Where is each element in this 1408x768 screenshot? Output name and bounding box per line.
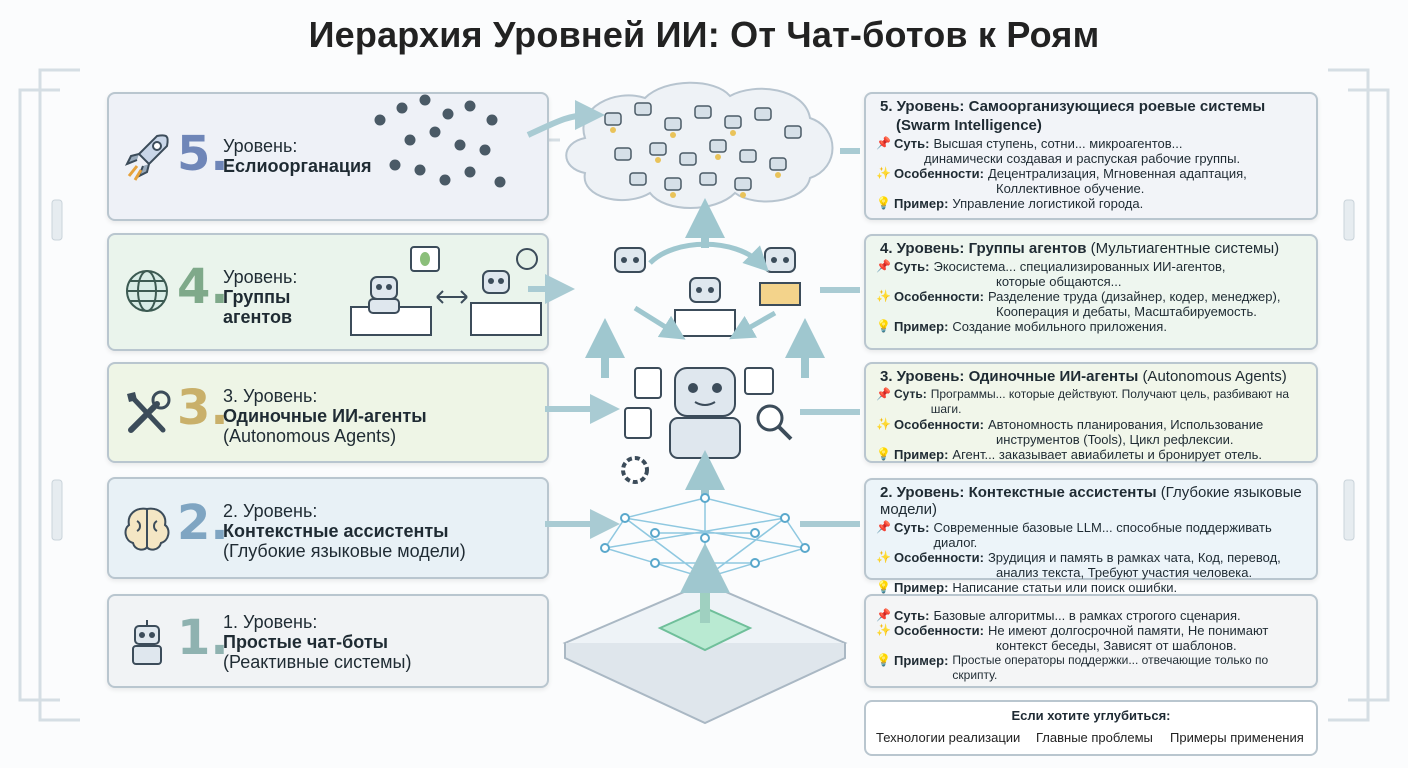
essence-row: 📌Суть:Программы... которые действуют. По… [876, 387, 1290, 416]
card-title: 5. Уровень: Самоорганизующиеся роевые си… [880, 98, 1266, 115]
left-level-1-card: 1. 1. Уровень: Простые чат-боты (Реактив… [107, 594, 549, 688]
level-text: 2. Уровень: Контекстные ассистенты (Глуб… [223, 501, 466, 561]
level-text: Уровень: Группы агентов [223, 267, 297, 327]
pin-icon: 📌 [876, 387, 891, 401]
brain-icon [124, 507, 170, 551]
level-subtitle: (Реактивные системы) [223, 652, 412, 672]
right-level-2-card: 2. Уровень: Контекстные ассистенты (Глуб… [864, 478, 1318, 595]
sparkle-icon: ✨ [876, 289, 891, 303]
level-name: Простые чат-боты [223, 632, 389, 652]
features-row: ✨Особенности:Зрудиция и память в рамках … [876, 550, 1281, 565]
features-row-2: инструментов (Tools), Цикл рефлексии. [996, 432, 1234, 447]
level-label: Уровень: [223, 267, 298, 287]
sparkle-icon: ✨ [876, 550, 891, 564]
pin-icon: 📌 [876, 520, 891, 534]
right-level-4-card: 4. Уровень: Группы агентов (Мультиагентн… [864, 234, 1318, 350]
lightbulb-icon: 💡 [876, 196, 891, 210]
card-title: 2. Уровень: Контекстные ассистенты (Глуб… [880, 484, 1302, 518]
level-name: Контекстные ассистенты [223, 521, 449, 541]
lightbulb-icon: 💡 [876, 447, 891, 461]
essence-row: 📌Суть:Высшая ступень, сотни... микроаген… [876, 136, 1183, 151]
features-row-2: Коллективное обучение. [996, 181, 1145, 196]
example-row: 💡Пример:Агент... заказывает авиабилеты и… [876, 447, 1262, 462]
level-label: 1. Уровень: [223, 612, 318, 632]
link-main-problems[interactable]: Главные проблемы [1036, 730, 1153, 745]
card-subtitle: (Swarm Intelligence) [896, 117, 1042, 134]
agents-collaborating-illustration [350, 246, 542, 336]
right-level-1-card: 📌Суть:Базовые алгоритмы... в рамках стро… [864, 594, 1318, 688]
left-level-3-card: 3. 3. Уровень: Одиночные ИИ-агенты (Auto… [107, 362, 549, 463]
essence-row: 📌Суть:Базовые алгоритмы... в рамках стро… [876, 608, 1241, 623]
level-label: Уровень: [223, 136, 298, 156]
essence-row-2: которые общаются... [996, 274, 1122, 289]
features-row: ✨Особенности:Автономность планирования, … [876, 417, 1264, 432]
rocket-icon [124, 134, 169, 181]
left-level-4-card: 4. Уровень: Группы агентов [107, 233, 549, 351]
central-hierarchy-illustration [562, 81, 848, 725]
wrench-screwdriver-icon [127, 390, 171, 433]
card-title: 4. Уровень: Группы агентов (Мультиагентн… [880, 240, 1280, 257]
right-level-5-card: 5. Уровень: Самоорганизующиеся роевые си… [864, 92, 1318, 220]
level-subtitle: (Глубокие языковые модели) [223, 541, 466, 561]
robot-icon [132, 620, 162, 665]
lightbulb-icon: 💡 [876, 653, 891, 667]
example-row: 💡Пример:Простые операторы поддержки... о… [876, 653, 1269, 682]
level-name: Одиночные ИИ-агенты [223, 406, 427, 426]
features-row-2: Кооперация и дебаты, Масштабируемость. [996, 304, 1257, 319]
level-number: 1. [177, 610, 229, 666]
link-implementation-tech[interactable]: Технологии реализации [876, 730, 1021, 745]
features-row-2: контекст беседы, Зависят от шаблонов. [996, 638, 1237, 653]
example-row: 💡Пример:Создание мобильного приложения. [876, 319, 1167, 334]
globe-icon [126, 270, 168, 312]
level-text: Уровень: Еслиоорганация [223, 136, 372, 176]
lightbulb-icon: 💡 [876, 580, 891, 594]
pin-icon: 📌 [876, 259, 891, 273]
learn-more-box: Если хотите углубиться: Технологии реали… [864, 700, 1318, 756]
level-name-2: агентов [223, 307, 293, 327]
card-title: 3. Уровень: Одиночные ИИ-агенты (Autonom… [880, 368, 1287, 385]
learn-more-heading: Если хотите углубиться: [1011, 708, 1171, 723]
level-text: 3. Уровень: Одиночные ИИ-агенты (Autonom… [223, 386, 427, 446]
level-label: 2. Уровень: [223, 501, 318, 521]
essence-row-2: динамически создавая и распуская рабочие… [924, 151, 1241, 166]
example-row: 💡Пример:Управление логистикой города. [876, 196, 1144, 211]
features-row-2: анализ текста, Требуют участия человека. [996, 565, 1253, 580]
level-label: 3. Уровень: [223, 386, 318, 406]
essence-row: 📌Суть:Экосистема... специализированных И… [876, 259, 1226, 274]
left-level-2-card: 2. 2. Уровень: Контекстные ассистенты (Г… [107, 477, 549, 579]
level-number: 3. [177, 380, 229, 436]
link-application-examples[interactable]: Примеры применения [1170, 730, 1304, 745]
page-title: Иерархия Уровней ИИ: От Чат-ботов к Роям [308, 14, 1100, 55]
sparkle-icon: ✨ [876, 166, 891, 180]
sparkle-icon: ✨ [876, 417, 891, 431]
features-row: ✨Особенности:Децентрализация, Мгновенная… [876, 166, 1247, 181]
level-name: Группы [223, 287, 291, 307]
right-level-3-card: 3. Уровень: Одиночные ИИ-агенты (Autonom… [864, 362, 1318, 463]
pin-icon: 📌 [876, 136, 891, 150]
features-row: ✨Особенности:Не имеют долгосрочной памят… [876, 623, 1269, 638]
features-row: ✨Особенности:Разделение труда (дизайнер,… [876, 289, 1281, 304]
level-number: 2. [177, 495, 229, 551]
level-subtitle: (Autonomous Agents) [223, 426, 397, 446]
lightbulb-icon: 💡 [876, 319, 891, 333]
level-text: 1. Уровень: Простые чат-боты (Реактивные… [223, 612, 411, 672]
left-level-5-card: 5. Уровень: Еслиоорганация [107, 92, 549, 221]
level-number: 5. [177, 126, 229, 182]
level-name: Еслиоорганация [223, 156, 372, 176]
essence-row: 📌Суть:Современные базовые LLM... способн… [876, 520, 1272, 550]
level-number: 4. [177, 259, 229, 315]
pin-icon: 📌 [876, 608, 891, 622]
example-row: 💡Пример:Написание статьи или поиск ошибк… [876, 580, 1178, 595]
sparkle-icon: ✨ [876, 623, 891, 637]
